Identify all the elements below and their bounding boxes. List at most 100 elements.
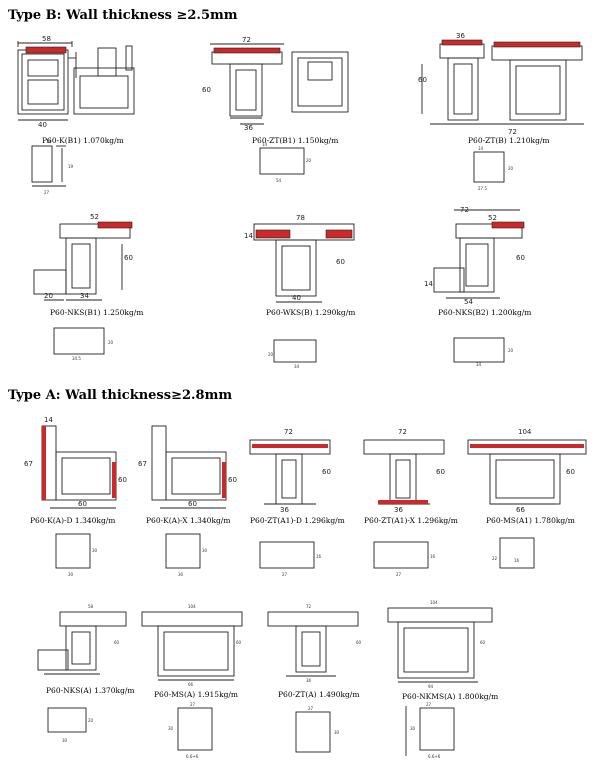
dim-label: 60 xyxy=(356,640,362,645)
dim-label: 60 xyxy=(566,468,575,476)
rebar-dim: 30 xyxy=(92,548,98,553)
dim-label: 54 xyxy=(464,298,473,306)
profile-p60-zt-a1-d: 72 60 36 27 16 P60-ZT(A1)-D 1.296kg/m xyxy=(236,420,346,582)
profile-drawing: 72 52 60 14 54 34 20 xyxy=(424,206,525,367)
profile-p60-nks-a: 58 60 30 20 P60-NKS(A) 1.370kg/m xyxy=(30,600,150,761)
dim-label: 36 xyxy=(394,506,403,514)
dim-label: 60 xyxy=(516,254,525,262)
rebar-dim: 30 xyxy=(178,572,184,577)
profile-caption: P60-K(B1) 1.070kg/m xyxy=(42,136,124,145)
profile-drawing: 72 60 36 27 16 xyxy=(249,428,331,577)
rebar-dim: 34.5 xyxy=(72,356,81,361)
profile-drawing: 36 60 72 14 27.5 20 xyxy=(418,32,584,191)
profile-p60-ms-a1: 104 60 66 22 16 P60-MS(A1) 1.780kg/m xyxy=(460,420,596,582)
rebar-dim: 34 xyxy=(294,364,300,369)
profile-p60-nks-b2: 72 52 60 14 54 34 20 P60-NKS(B2) 1.200kg… xyxy=(420,204,590,370)
rebar-dim: 6.6+6 xyxy=(428,754,441,759)
dim-label: 72 xyxy=(306,604,312,609)
section-heading-type-a: Type A: Wall thickness≥2.8mm xyxy=(8,388,233,403)
rebar-dim: 27 xyxy=(282,572,288,577)
dim-label: 60 xyxy=(114,640,120,645)
profile-p60-zt-a1-x: 72 60 36 27 16 P60-ZT(A1)-X 1.296kg/m xyxy=(350,420,460,582)
dim-label: 40 xyxy=(292,294,301,302)
profile-caption: P60-NKMS(A) 1.800kg/m xyxy=(402,692,499,701)
profile-caption: P60-WKS(B) 1.290kg/m xyxy=(266,308,356,317)
profile-caption: P60-NKS(A) 1.370kg/m xyxy=(46,686,135,695)
rebar-dim: 27 xyxy=(396,572,402,577)
profile-p60-k-a-d: 14 67 60 60 30 30 P60-K(A)-D 1.340kg/m xyxy=(20,412,130,582)
rebar-dim: 16 xyxy=(316,554,322,559)
dim-label: 58 xyxy=(88,604,94,609)
dim-label: 104 xyxy=(188,604,196,609)
rebar-dim: 30 xyxy=(410,726,416,731)
dim-label: 40 xyxy=(38,121,47,129)
profile-drawing: 67 60 60 30 30 xyxy=(138,425,237,577)
profile-caption: P60-ZT(B) 1.210kg/m xyxy=(468,136,550,145)
profile-caption: P60-MS(A1) 1.780kg/m xyxy=(486,516,575,525)
dim-label: 66 xyxy=(188,682,194,687)
profile-drawing: 72 60 36 14 54 20 xyxy=(202,36,349,183)
profile-caption: P60-NKS(B1) 1.250kg/m xyxy=(50,308,144,317)
profile-caption: P60-K(A)-X 1.340kg/m xyxy=(146,516,231,525)
profile-drawing: 58 60 30 20 xyxy=(37,604,127,743)
dim-label: 20 xyxy=(44,292,53,300)
dim-label: 14 xyxy=(244,232,253,240)
dim-label: 58 xyxy=(42,35,51,43)
rebar-dim: 20 xyxy=(88,718,94,723)
rebar-dim: 14 xyxy=(478,146,484,151)
profile-caption: P60-ZT(A) 1.490kg/m xyxy=(278,690,360,699)
profile-p60-nkms-a: 104 60 94 27 30 6.6+6 P60-NKMS(A) 1.800k… xyxy=(384,596,504,761)
rebar-dim: 27.5 xyxy=(478,186,487,191)
dim-label: 60 xyxy=(436,468,445,476)
dim-label: 72 xyxy=(242,36,251,44)
dim-label: 36 xyxy=(456,32,465,40)
dim-label: 104 xyxy=(518,428,532,436)
dim-label: 72 xyxy=(508,128,517,136)
profile-caption: P60-MS(A) 1.915kg/m xyxy=(154,690,239,699)
dim-label: 67 xyxy=(24,460,33,468)
profile-p60-nks-b1: 52 60 20 34 34.5 20 P60-NKS(B1) 1.250kg/… xyxy=(30,210,180,370)
rebar-dim: 20 xyxy=(508,166,514,171)
dim-label: 94 xyxy=(428,684,434,689)
profile-caption: P60-NKS(B2) 1.200kg/m xyxy=(438,308,532,317)
dim-label: 14 xyxy=(44,416,53,424)
dim-label: 60 xyxy=(480,640,486,645)
dim-label: 72 xyxy=(284,428,293,436)
profile-caption: P60-K(A)-D 1.340kg/m xyxy=(30,516,116,525)
rebar-dim: 20 xyxy=(108,340,114,345)
rebar-dim: 30 xyxy=(62,738,68,743)
dim-label: 34 xyxy=(80,292,89,300)
rebar-dim: 54 xyxy=(276,178,282,183)
profile-drawing: 104 60 94 27 30 6.6+6 xyxy=(387,600,493,759)
dim-label: 67 xyxy=(138,460,147,468)
dim-label: 60 xyxy=(124,254,133,262)
dim-label: 60 xyxy=(202,86,211,94)
rebar-dim: 20 xyxy=(268,352,274,357)
profile-p60-zt-b: 36 60 72 14 27.5 20 P60-ZT(B) 1.210kg/m xyxy=(418,32,598,198)
dim-label: 36 xyxy=(244,124,253,132)
rebar-dim: 30 xyxy=(168,726,174,731)
rebar-dim: 27 xyxy=(190,702,196,707)
dim-label: 72 xyxy=(460,206,469,214)
dim-label: 36 xyxy=(306,678,312,683)
dim-label: 60 xyxy=(118,476,127,484)
profile-drawing: 72 60 36 27 16 xyxy=(363,428,445,577)
dim-label: 60 xyxy=(336,258,345,266)
dim-label: 52 xyxy=(90,213,99,221)
dim-label: 72 xyxy=(398,428,407,436)
dim-label: 78 xyxy=(296,214,305,222)
rebar-dim: 20 xyxy=(306,158,312,163)
rebar-dim: 27 xyxy=(426,702,432,707)
profile-caption: P60-ZT(A1)-X 1.296kg/m xyxy=(364,516,458,525)
profile-p60-zt-b1: 72 60 36 14 54 20 P60-ZT(B1) 1.150kg/m xyxy=(200,36,370,198)
profile-caption: P60-ZT(A1)-D 1.296kg/m xyxy=(250,516,345,525)
rebar-dim: 14 xyxy=(262,142,268,147)
dim-label: 60 xyxy=(188,500,197,508)
profile-drawing: 104 60 66 27 30 6.6+6 xyxy=(141,604,243,759)
rebar-dim: 30 xyxy=(202,548,208,553)
section-heading-type-b: Type B: Wall thickness ≥2.5mm xyxy=(8,8,238,23)
dim-label: 66 xyxy=(516,506,525,514)
dim-label: 60 xyxy=(228,476,237,484)
profile-drawing: 72 60 36 27 30 xyxy=(267,604,362,753)
dim-label: 60 xyxy=(236,640,242,645)
